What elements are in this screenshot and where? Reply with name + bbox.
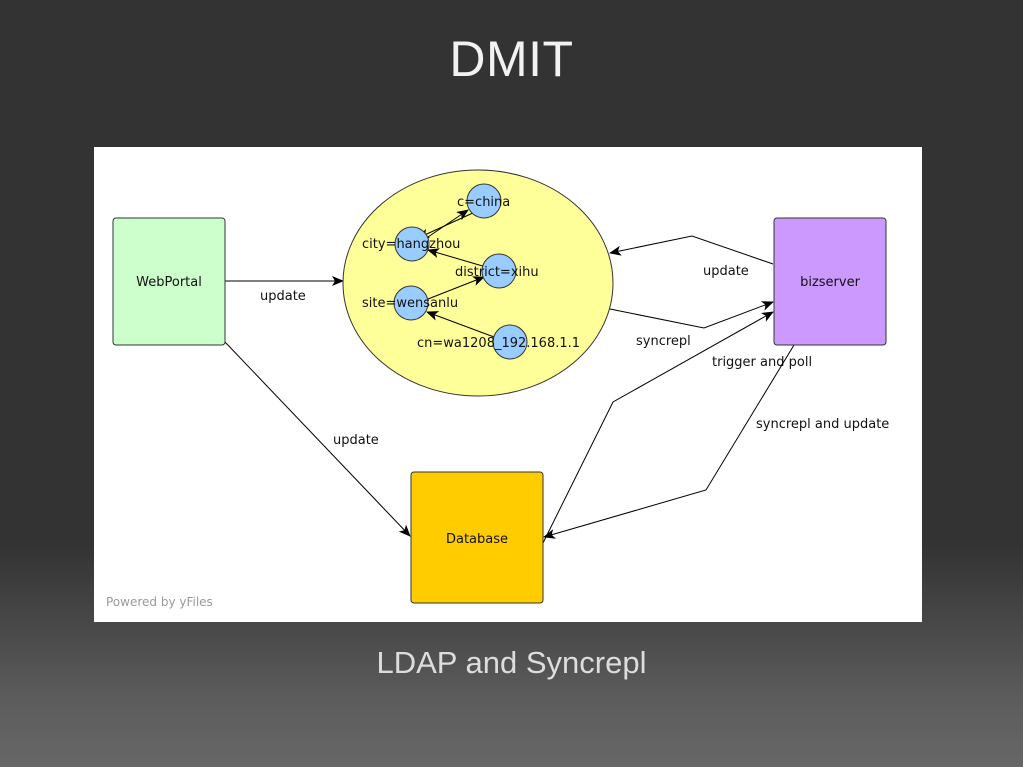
node-label-bizserver: bizserver: [800, 275, 860, 290]
edge-label-bizserver-database: syncrepl and update: [756, 417, 889, 432]
edge-label-bizserver-ldap: update: [703, 264, 749, 279]
node-webportal: WebPortal: [112, 217, 226, 346]
ldap-tree: c=china city=hangzhou district=xihu site…: [342, 169, 614, 397]
tree-edge-cn-site: [426, 311, 495, 338]
edge-bizserver-ldap: [609, 235, 774, 265]
ldap-label-district: district=xihu: [455, 265, 539, 280]
node-label-webportal: WebPortal: [136, 275, 202, 290]
edge-label-database-bizserver: trigger and poll: [712, 355, 812, 370]
edge-label-webportal-ldap: update: [260, 289, 306, 304]
powered-by-footer: Powered by yFiles: [106, 595, 213, 609]
slide-subtitle: LDAP and Syncrepl: [376, 645, 647, 680]
diagram-canvas: update update update syncrepl trigger an…: [106, 169, 889, 609]
ldap-node-district: [481, 253, 517, 289]
tree-edge-district-city: [427, 248, 487, 268]
ldap-node-c: [466, 183, 502, 219]
ldap-node-site: [393, 285, 429, 321]
diagram-panel: update update update syncrepl trigger an…: [94, 147, 922, 622]
node-label-database: Database: [446, 532, 508, 547]
ldap-node-cn: [492, 324, 528, 360]
edge-label-webportal-database: update: [333, 433, 379, 448]
edge-ldap-bizserver: [609, 301, 774, 329]
tree-edge-site-district: [427, 276, 485, 300]
ldap-label-site: site=wensanlu: [362, 296, 458, 311]
tree-edge-city-c: [427, 209, 469, 238]
edge-webportal-database: [224, 341, 411, 537]
ldap-label-c: c=china: [457, 195, 510, 210]
slide-title: DMIT: [449, 31, 574, 87]
edge-label-ldap-bizserver: syncrepl: [636, 334, 691, 349]
ldap-node-city: [394, 226, 430, 262]
node-bizserver: bizserver: [773, 217, 887, 346]
ldap-label-city: city=hangzhou: [362, 237, 460, 252]
ldap-label-cn: cn=wa1208_192.168.1.1: [417, 336, 580, 351]
edge-bizserver-database: [543, 344, 795, 539]
edge-database-bizserver: [542, 311, 774, 544]
node-database: Database: [410, 471, 544, 604]
